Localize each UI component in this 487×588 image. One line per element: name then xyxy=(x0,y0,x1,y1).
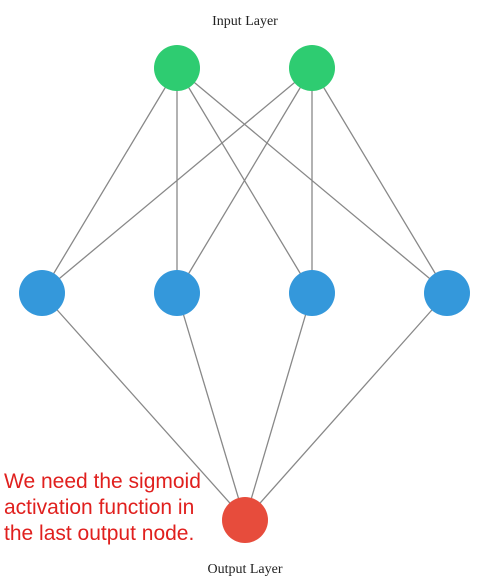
edge-hidden-1-to-output-1 xyxy=(41,292,246,521)
input-layer-label: Input Layer xyxy=(212,14,278,29)
input-node-2 xyxy=(289,45,335,91)
connection-lines xyxy=(41,67,448,521)
edge-hidden-4-to-output-1 xyxy=(244,292,448,521)
edge-input-1-to-hidden-1 xyxy=(41,67,178,294)
hidden-node-1 xyxy=(19,270,65,316)
edge-input-2-to-hidden-4 xyxy=(311,67,448,294)
edge-input-2-to-hidden-2 xyxy=(176,67,313,294)
edge-hidden-2-to-output-1 xyxy=(176,292,246,521)
edge-input-2-to-hidden-1 xyxy=(41,67,313,294)
annotation-note: We need the sigmoid activation function … xyxy=(4,470,201,545)
hidden-node-3 xyxy=(289,270,335,316)
input-node-1 xyxy=(154,45,200,91)
hidden-node-2 xyxy=(154,270,200,316)
network-nodes xyxy=(19,45,470,543)
output-node-1 xyxy=(222,497,268,543)
edge-hidden-3-to-output-1 xyxy=(244,292,313,521)
output-layer-label: Output Layer xyxy=(207,562,282,577)
hidden-node-4 xyxy=(424,270,470,316)
